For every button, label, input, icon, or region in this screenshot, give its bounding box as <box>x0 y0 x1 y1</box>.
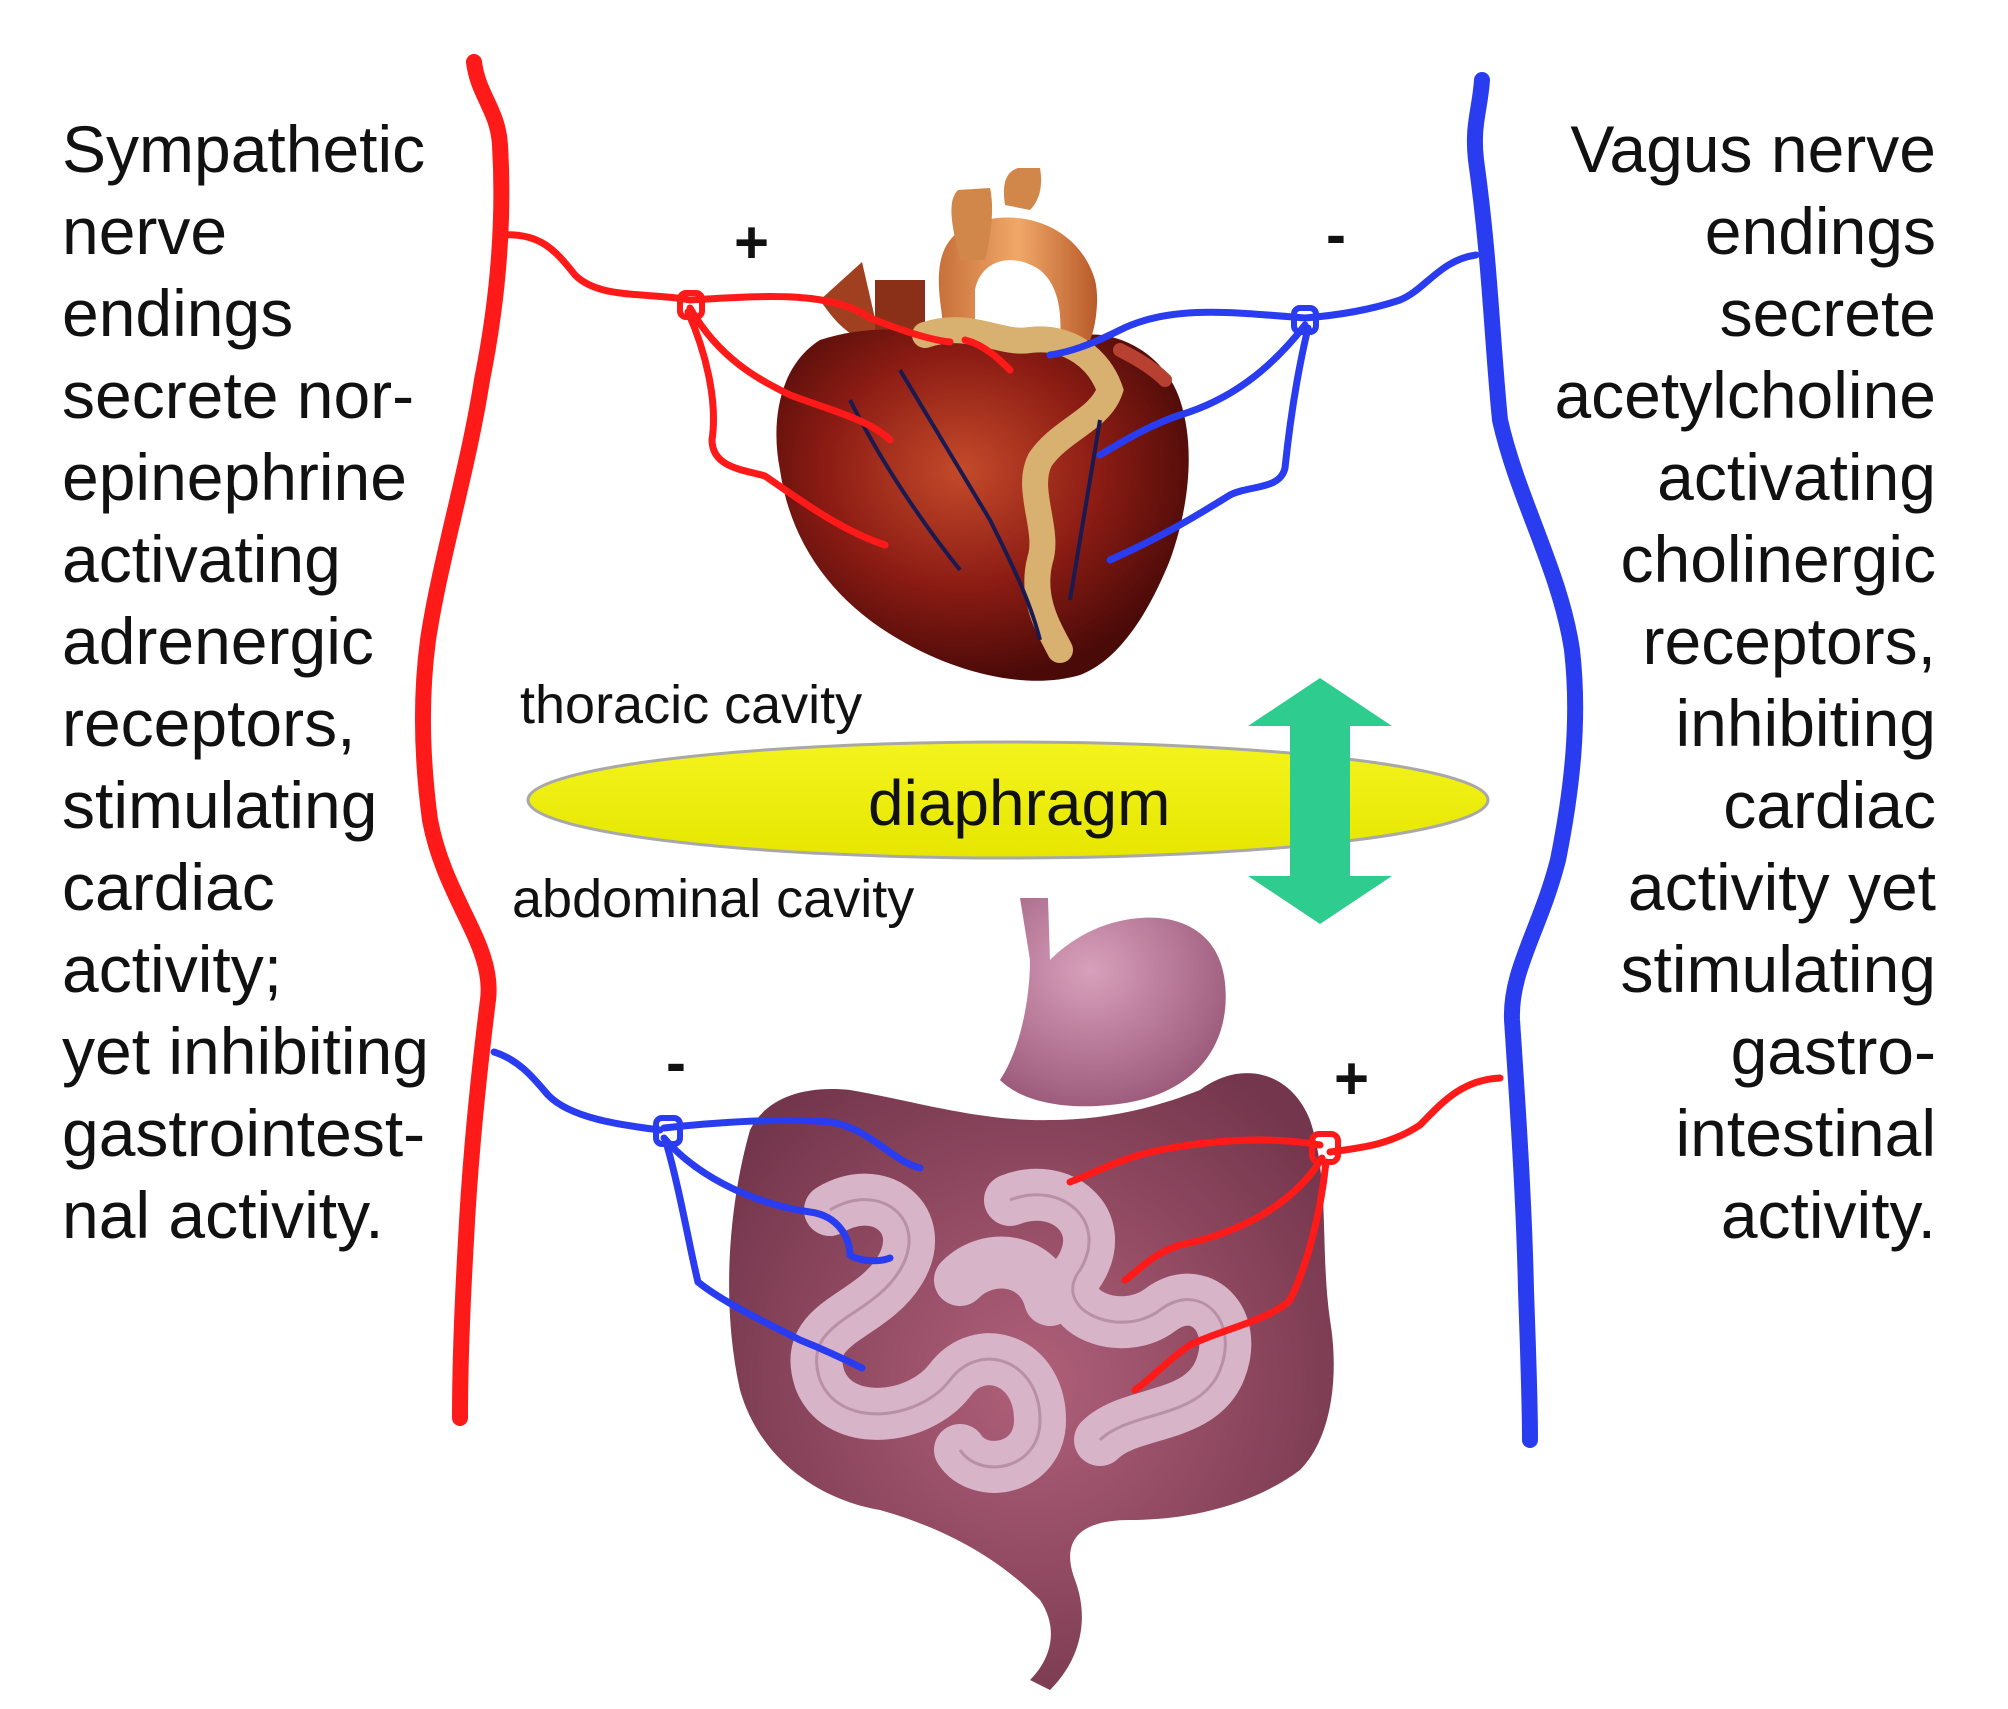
gut-vagus-sign: + <box>1334 1045 1370 1112</box>
left-text-line: adrenergic <box>62 604 374 678</box>
abdominal-cavity-label: abdominal cavity <box>512 869 915 929</box>
thoracic-cavity-label: thoracic cavity <box>520 675 863 735</box>
right-text-line: activating <box>1657 440 1936 514</box>
vagus-description: Vagus nerve endings secrete acetylcholin… <box>1554 108 1936 1256</box>
left-text-line: Sympathetic <box>62 112 426 186</box>
heart-illustration <box>776 168 1189 681</box>
right-text-line: receptors, <box>1642 604 1936 678</box>
diaphragm-ellipse <box>526 740 1490 860</box>
right-text-line: inhibiting <box>1675 686 1936 760</box>
right-text-line: acetylcholine <box>1554 358 1936 432</box>
heart-vagus-branches <box>1046 251 1480 564</box>
left-text-line: endings <box>62 276 294 350</box>
left-text-line: activity; <box>62 932 283 1006</box>
right-text-line: gastro- <box>1730 1014 1936 1088</box>
right-text-line: secrete <box>1719 276 1936 350</box>
left-text-line: stimulating <box>62 768 378 842</box>
heart-sympathetic-sign: + <box>734 209 770 276</box>
right-text-line: activity. <box>1720 1178 1936 1252</box>
gut-vagus-branches <box>1066 1074 1504 1394</box>
gut-sympathetic-branches <box>490 1048 924 1372</box>
left-text-line: receptors, <box>62 686 356 760</box>
left-text-line: secrete nor- <box>62 358 415 432</box>
left-text-line: nal activity. <box>62 1178 384 1252</box>
diaphragm-label: diaphragm <box>868 767 1171 839</box>
right-text-line: intestinal <box>1675 1096 1937 1170</box>
right-text-line: stimulating <box>1620 932 1936 1006</box>
left-text-line: yet inhibiting <box>62 1014 429 1088</box>
gut-sympathetic-sign: - <box>666 1029 686 1096</box>
right-text-line: Vagus nerve <box>1570 112 1936 186</box>
sympathetic-trunk <box>414 54 510 1426</box>
right-text-line: activity yet <box>1627 850 1936 924</box>
left-text-line: cardiac <box>62 850 275 924</box>
heart-vagus-sign: - <box>1326 201 1346 268</box>
heart-sympathetic-branches <box>496 231 1014 549</box>
intestines-illustration <box>729 898 1334 1690</box>
left-text-line: gastrointest- <box>62 1096 426 1170</box>
right-text-line: cholinergic <box>1620 522 1937 596</box>
vagus-trunk <box>1466 72 1584 1448</box>
double-arrow-icon <box>1248 678 1392 924</box>
right-text-line: cardiac <box>1723 768 1936 842</box>
right-text-line: endings <box>1704 194 1936 268</box>
left-text-line: activating <box>62 522 341 596</box>
sympathetic-description: Sympathetic nerve endings secrete nor- e… <box>62 108 429 1256</box>
left-text-line: epinephrine <box>62 440 407 514</box>
left-text-line: nerve <box>62 194 228 268</box>
